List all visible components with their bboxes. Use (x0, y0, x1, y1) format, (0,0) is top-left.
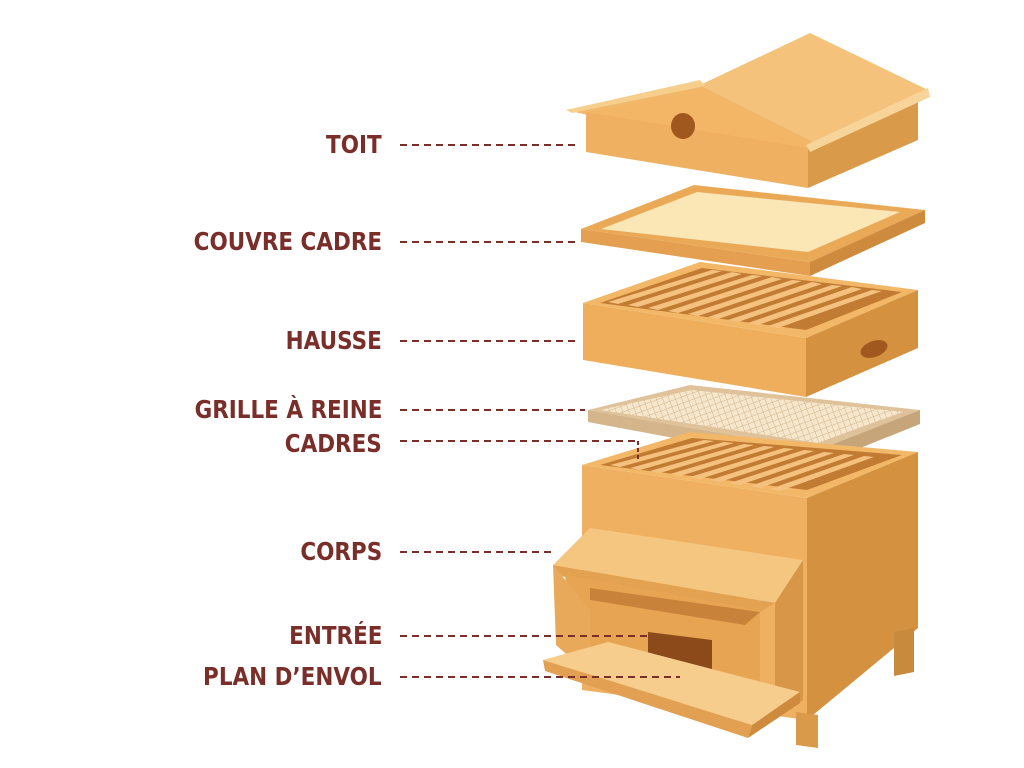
body-frames (610, 440, 874, 491)
label-cadres: CADRES (285, 429, 382, 458)
label-toit: TOIT (326, 130, 382, 159)
roof (566, 33, 930, 188)
landing-board (543, 642, 800, 738)
super (583, 262, 918, 397)
crown-board (581, 185, 925, 276)
label-hausse: HAUSSE (285, 326, 382, 355)
label-grille-a-reine: GRILLE À REINE (194, 395, 382, 424)
label-couvre-cadre: COUVRE CADRE (193, 227, 382, 256)
label-corps: CORPS (300, 537, 382, 566)
leader-lines (400, 144, 680, 678)
super-frames (608, 270, 882, 328)
label-entree: ENTRÉE (288, 621, 382, 650)
label-plan-d-envol: PLAN D’ENVOL (203, 662, 382, 691)
